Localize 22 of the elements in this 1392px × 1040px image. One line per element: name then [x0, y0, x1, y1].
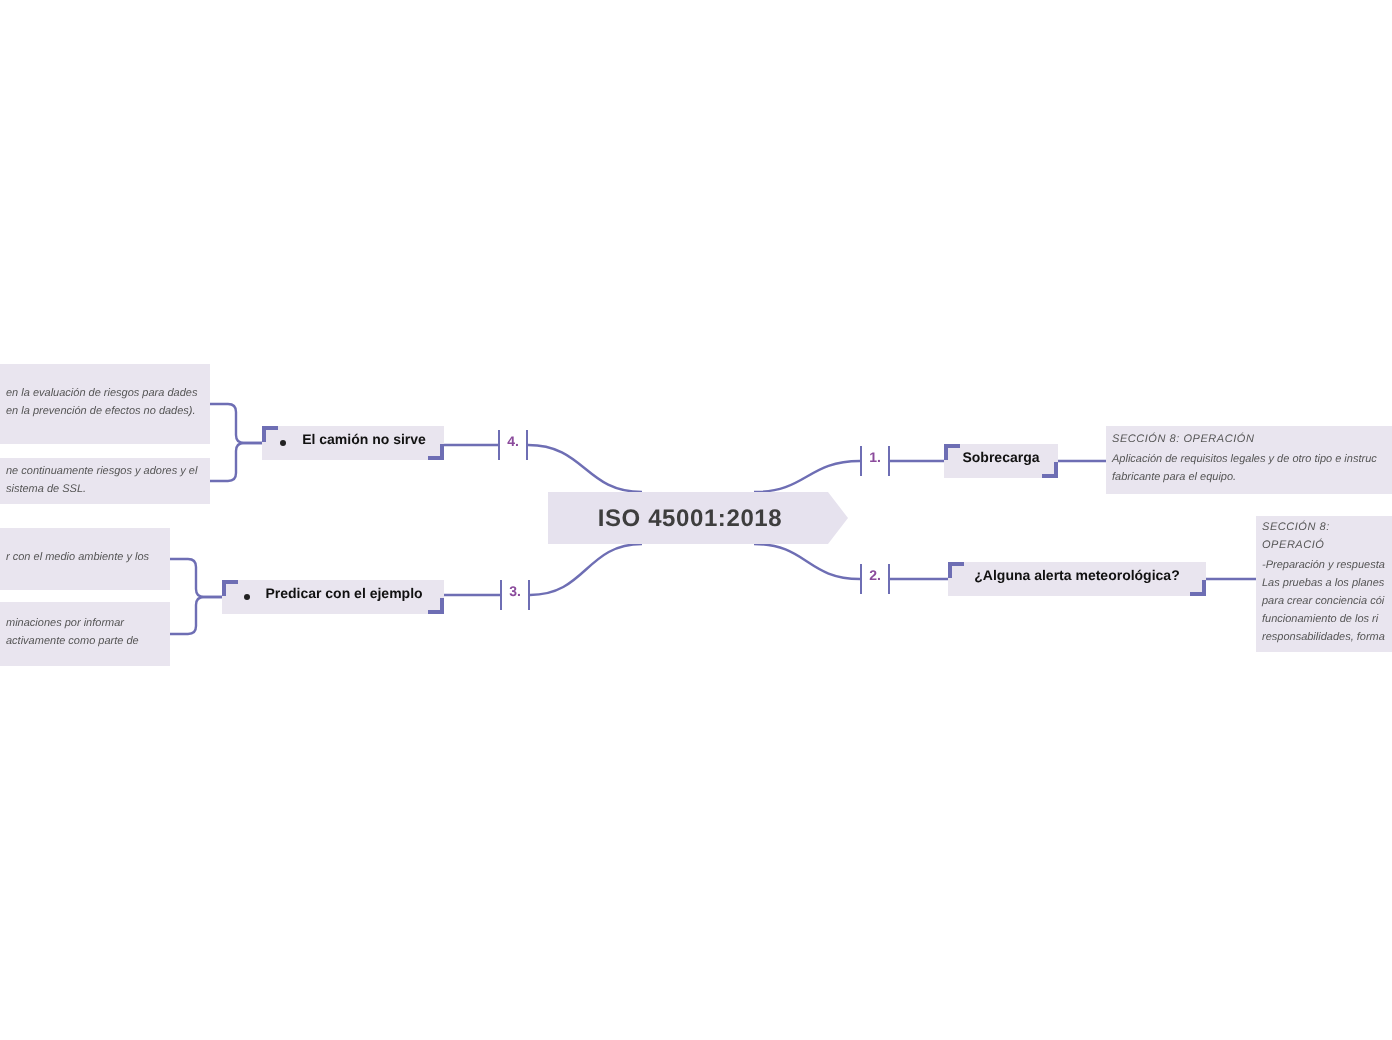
topic-box — [222, 580, 444, 614]
connector-line — [890, 577, 948, 581]
connector-line — [890, 459, 944, 463]
central-topic-title: ISO 45001:2018 — [597, 502, 785, 536]
connector-line — [753, 542, 861, 581]
note-box — [0, 458, 210, 504]
connector-line — [753, 459, 861, 494]
topic-box — [944, 444, 1058, 478]
note-box — [0, 364, 210, 444]
topic-box — [262, 426, 444, 460]
topic-box — [948, 562, 1206, 596]
connector-line — [527, 443, 643, 494]
note-box — [1106, 426, 1392, 494]
connector-line — [444, 443, 498, 447]
note-box — [1256, 516, 1392, 652]
connector-line — [444, 593, 500, 597]
connector-line — [1058, 459, 1106, 463]
central-topic-shape — [548, 492, 848, 544]
connector-line — [529, 542, 643, 597]
note-box — [0, 602, 170, 666]
connector-line — [1206, 577, 1256, 581]
note-box — [0, 528, 170, 590]
